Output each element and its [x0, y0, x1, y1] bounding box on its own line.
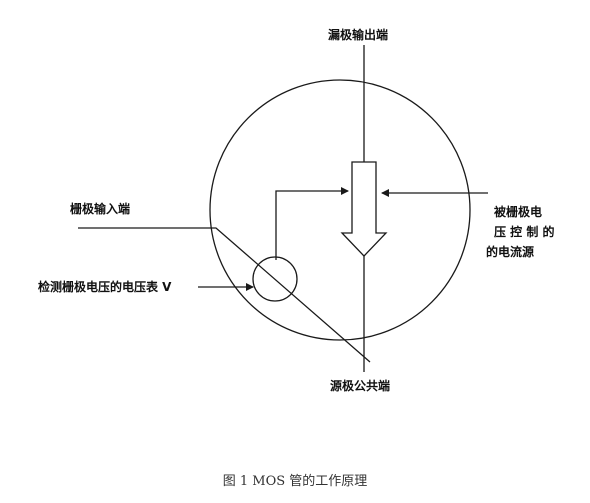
controlled-source-label-1: 被栅极电: [494, 204, 542, 219]
controlled-source-label-3: 的电流源: [486, 244, 534, 259]
current-source-arrow: [340, 161, 388, 257]
figure-caption: 图 1 MOS 管的工作原理: [223, 473, 368, 489]
gate-control-arrow: [275, 187, 349, 260]
source-common-label: 源极公共端: [330, 378, 390, 393]
gate-input-label: 栅极输入端: [70, 201, 130, 216]
drain-output-label: 漏极输出端: [328, 27, 388, 42]
voltmeter-label: 检测栅极电压的电压表 V: [38, 279, 172, 294]
controlled-source-label-2: 压 控 制 的: [494, 224, 555, 239]
device-circle: [209, 79, 471, 341]
voltmeter-circle: [252, 256, 298, 302]
gate-input-line: [78, 227, 371, 363]
